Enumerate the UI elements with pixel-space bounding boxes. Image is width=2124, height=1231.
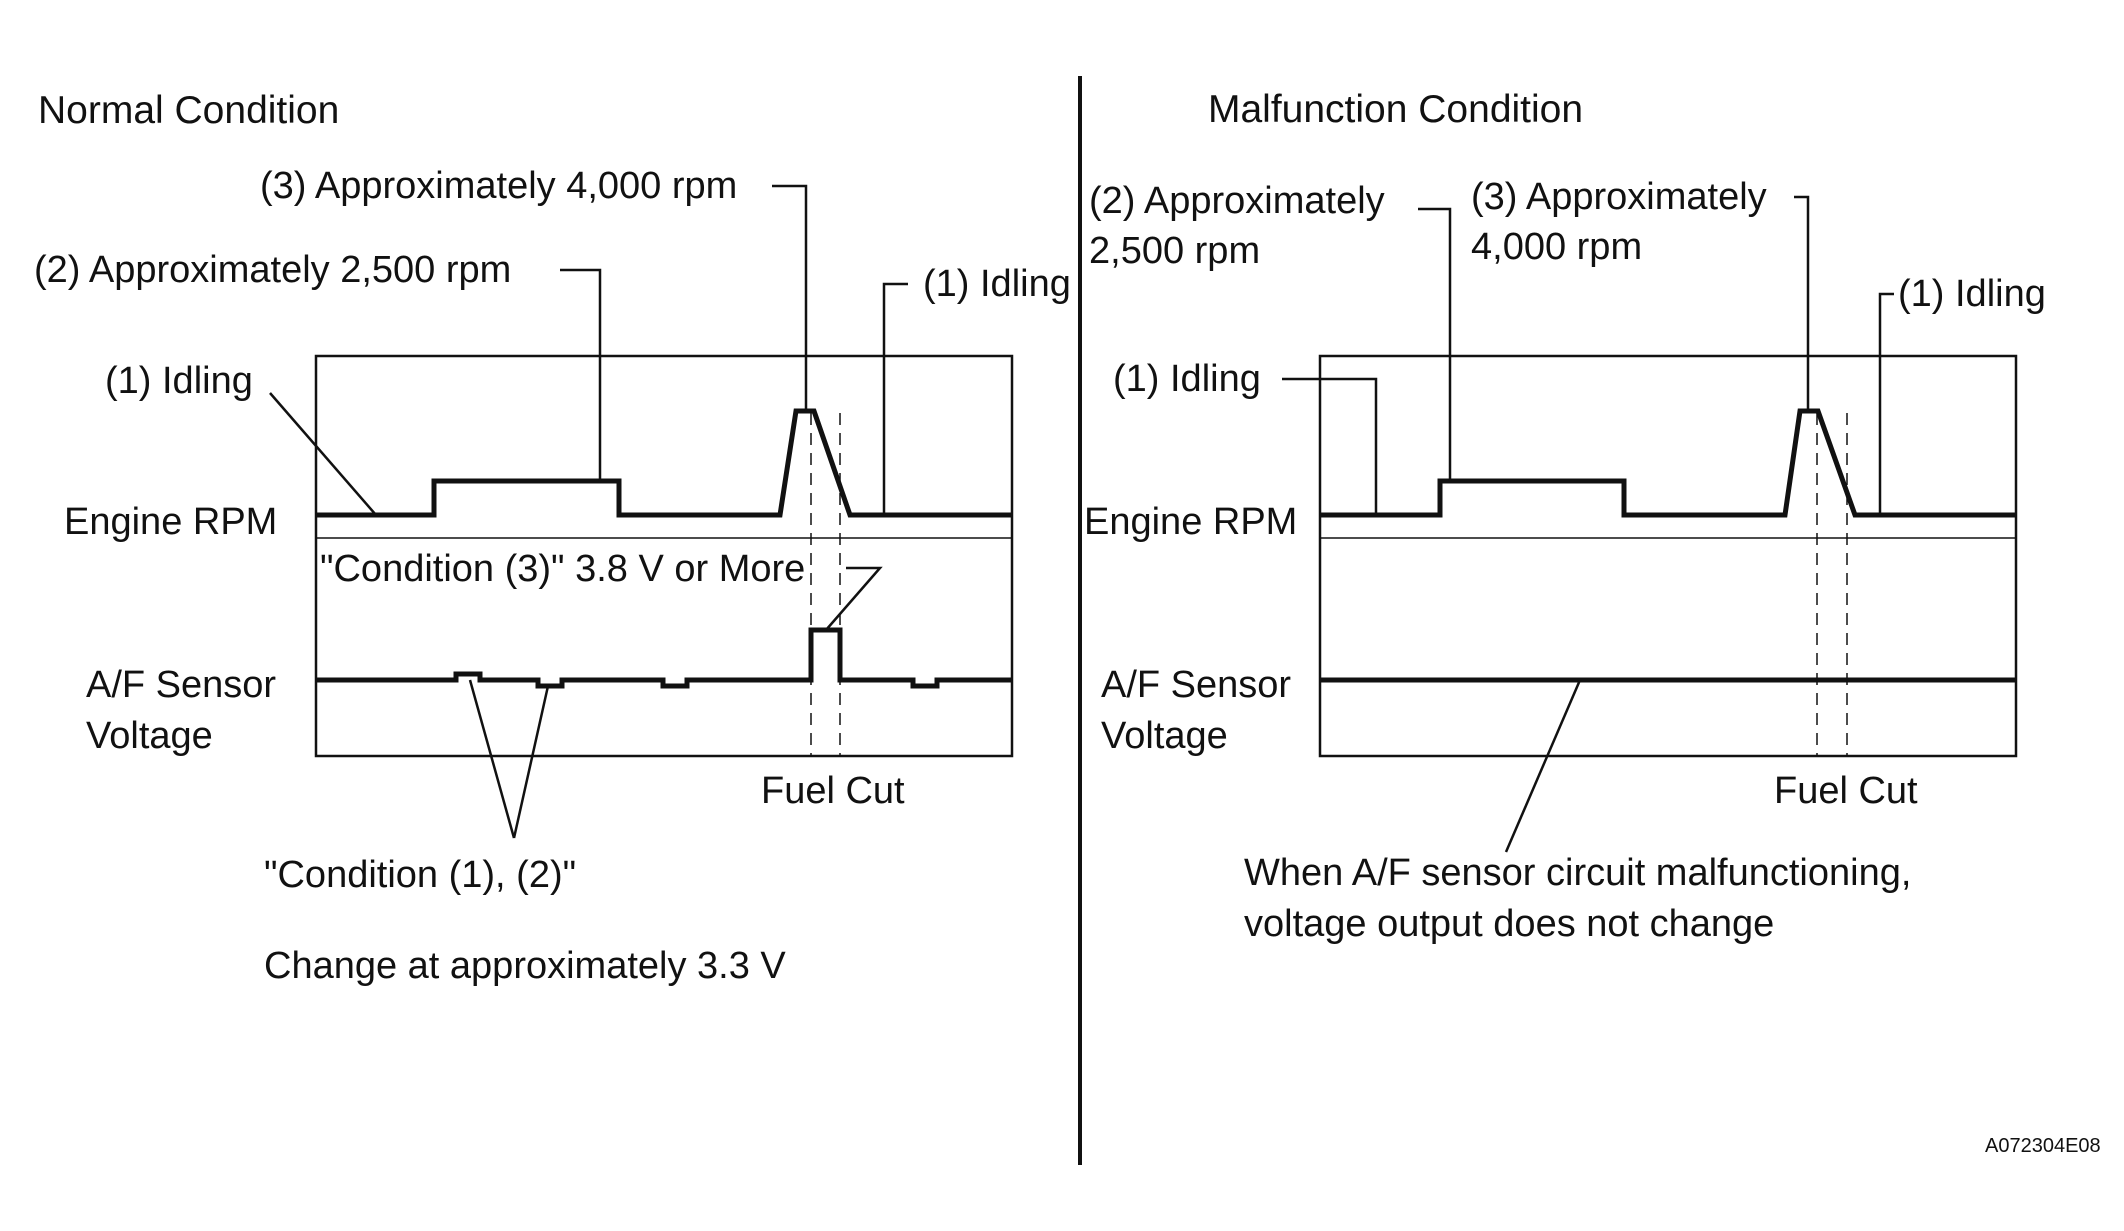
normal-leader-idling-left <box>269 392 377 516</box>
malfunction-leader-approx-4000 <box>1794 195 1810 411</box>
malfunction-label-engine-rpm: Engine RPM <box>1084 501 1297 543</box>
malfunction-label-approx-4000-line2: 4,000 rpm <box>1471 226 1642 268</box>
normal-label-approx-2500: (2) Approximately 2,500 rpm <box>34 249 511 291</box>
malfunction-leader-idling-right <box>1878 292 1894 515</box>
malfunction-label-approx-2500-line1: (2) Approximately <box>1089 180 1385 222</box>
malfunction-leader-approx-2500 <box>1418 207 1452 481</box>
malfunction-label-fuel-cut: Fuel Cut <box>1774 770 1918 812</box>
malfunction-label-idling-right: (1) Idling <box>1898 273 2046 315</box>
normal-leader-approx-4000 <box>772 184 808 411</box>
normal-label-change-note: Change at approximately 3.3 V <box>264 945 786 987</box>
malfunction-label-voltage: Voltage <box>1101 715 1228 757</box>
figure-code: A072304E08 <box>1985 1135 2101 1157</box>
normal-label-approx-4000: (3) Approximately 4,000 rpm <box>260 165 737 207</box>
malfunction-leader-note <box>1504 679 1582 853</box>
malfunction-label-approx-2500-line2: 2,500 rpm <box>1089 230 1260 272</box>
malfunction-leader-idling-left <box>1282 377 1378 515</box>
normal-label-af-sensor: A/F Sensor <box>86 664 276 706</box>
malfunction-chart-frame <box>1318 354 2018 758</box>
malfunction-title: Malfunction Condition <box>1208 88 1583 131</box>
normal-leader-condition-1 <box>468 679 516 839</box>
normal-engine-rpm-trace <box>316 408 1012 518</box>
normal-leader-condition-3 <box>825 566 883 631</box>
malfunction-condition-panel: Malfunction Condition (2) Approximately … <box>1084 88 2046 945</box>
normal-label-fuel-cut: Fuel Cut <box>761 770 905 812</box>
normal-leader-condition-2 <box>512 685 550 839</box>
malfunction-label-af-sensor: A/F Sensor <box>1101 664 1291 706</box>
normal-chart-frame <box>314 354 1014 758</box>
normal-condition-panel: Normal Condition (1) Idling (2) Approxim… <box>34 89 1071 987</box>
normal-af-voltage-trace <box>316 627 1012 689</box>
malfunction-label-approx-4000-line1: (3) Approximately <box>1471 176 1767 218</box>
normal-leader-approx-2500 <box>560 268 602 481</box>
normal-label-condition-3: "Condition (3)" 3.8 V or More <box>320 548 805 590</box>
malfunction-label-idling-left: (1) Idling <box>1113 358 1261 400</box>
malfunction-engine-rpm-trace <box>1320 408 2016 518</box>
normal-label-engine-rpm: Engine RPM <box>64 501 277 543</box>
normal-label-condition-1-2: "Condition (1), (2)" <box>264 854 576 896</box>
normal-leader-idling-right <box>882 282 908 515</box>
malfunction-note-line2: voltage output does not change <box>1244 903 1774 945</box>
normal-label-idling-left: (1) Idling <box>105 360 253 402</box>
malfunction-note-line1: When A/F sensor circuit malfunctioning, <box>1244 852 1911 894</box>
normal-label-voltage: Voltage <box>86 715 213 757</box>
normal-label-idling-right: (1) Idling <box>923 263 1071 305</box>
normal-title: Normal Condition <box>38 89 339 132</box>
